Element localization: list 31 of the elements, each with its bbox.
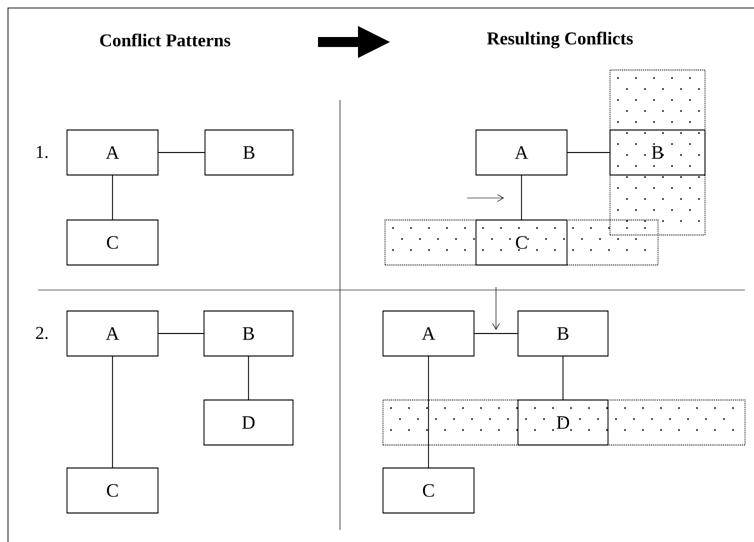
- connector-line: [521, 175, 522, 220]
- process-box: B: [204, 310, 294, 356]
- process-box: C: [382, 468, 474, 514]
- process-box: B: [610, 130, 706, 176]
- process-box: C: [66, 468, 158, 514]
- heading: Resulting Conflicts: [487, 32, 633, 48]
- connector-line: [562, 356, 564, 400]
- process-box: B: [518, 310, 608, 356]
- process-box: C: [66, 220, 158, 266]
- process-box: C: [476, 220, 568, 266]
- heading: Conflict Patterns: [100, 34, 230, 46]
- process-box: A: [66, 310, 158, 356]
- connector-line: [158, 152, 205, 153]
- connector-line: [428, 356, 429, 468]
- process-box: B: [204, 130, 294, 176]
- row-number: 2.: [36, 326, 48, 340]
- connector-line: [112, 175, 113, 220]
- connector-line: [158, 333, 204, 334]
- process-box: A: [66, 130, 158, 176]
- process-box: D: [204, 400, 294, 446]
- dotted-band: [610, 70, 706, 236]
- process-box: A: [382, 310, 474, 356]
- process-box: A: [476, 130, 568, 176]
- dotted-band: [382, 400, 746, 446]
- connector-line: [248, 356, 249, 400]
- connector-line: [567, 152, 610, 153]
- row-number: 1.: [36, 146, 48, 158]
- process-box: D: [518, 400, 608, 446]
- dotted-band: [384, 220, 658, 266]
- connector-line: [474, 333, 518, 334]
- connector-line: [112, 356, 113, 468]
